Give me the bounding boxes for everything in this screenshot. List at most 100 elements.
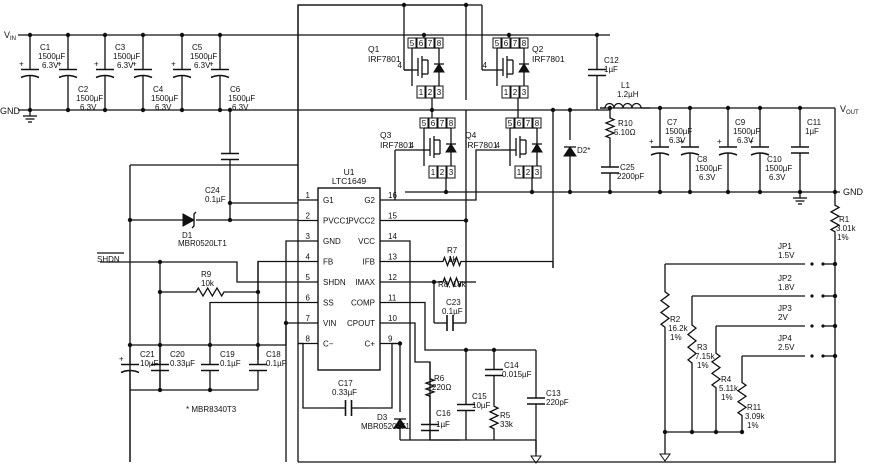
ic-pin-name-left: SHDN [323, 278, 346, 287]
output-cap-value: 1500µF [733, 127, 760, 136]
divider-tol: 1% [721, 393, 733, 402]
jumper-voltage: 2.5V [778, 343, 795, 352]
ic-u1 [298, 187, 400, 371]
input-cap-2: + [57, 35, 78, 110]
ic-pin-num-left: 8 [306, 335, 311, 344]
c16-ref: C16 [436, 409, 451, 418]
ic-pin-num-right: 13 [388, 253, 397, 262]
mosfet-pin-bottom: 1 [504, 88, 509, 97]
input-cap-4: + [132, 35, 153, 110]
divider-ref: R3 [697, 343, 708, 352]
input-cap-4-plus: + [132, 60, 137, 69]
resistor-r5 [488, 395, 500, 440]
divider-tol: 1% [670, 333, 682, 342]
cap-c20 [151, 345, 169, 390]
resistor-r1 [829, 192, 841, 245]
input-cap-ref: C6 [230, 85, 241, 94]
output-cap-rating: 6.3V [669, 136, 686, 145]
bottom-cap-ref: C20 [170, 350, 185, 359]
cap-c15 [457, 375, 475, 440]
ic-pin-name-right: VCC [358, 237, 375, 246]
d3-ref: D3 [377, 413, 388, 422]
ic-pin-name-left: G1 [323, 196, 334, 205]
ic-ref: U1 [344, 167, 355, 177]
bottom-cap-value: 0.1µF [220, 359, 241, 368]
input-cap-5-plus: + [171, 60, 176, 69]
ic-pin-num-right: 11 [388, 294, 397, 303]
ic-pin-num-left: 4 [306, 253, 311, 262]
mosfet-gate-pin: 4 [410, 141, 415, 150]
comp-ground [530, 452, 542, 464]
ic-pin-num-left: 1 [306, 191, 311, 200]
q3-ref: Q3 [380, 130, 392, 140]
cap-c25 [601, 148, 619, 192]
gnd-left-label: GND [0, 106, 21, 116]
ic-pin-num-left: 6 [306, 294, 311, 303]
cap-c18 [249, 345, 267, 390]
mosfet-pin-top: 6 [517, 119, 522, 128]
diode-d3 [393, 418, 407, 429]
resistor-r2 [659, 274, 671, 345]
jumper-ref: JP4 [778, 334, 792, 343]
input-cap-3: + [94, 35, 115, 110]
mosfet-pin-bottom: 2 [428, 88, 433, 97]
jumper-ref: JP1 [778, 242, 792, 251]
c16-value: 1µF [436, 420, 450, 429]
ic-pin-num-left: 2 [306, 212, 311, 221]
output-cap-c10: + [749, 108, 770, 192]
q4-part: IRF7801 [465, 140, 498, 150]
resistor-r9 [182, 286, 238, 298]
input-cap-value: 1500µF [113, 52, 140, 61]
r9-value: 10k [201, 279, 215, 288]
cap-c13 [527, 350, 545, 452]
output-cap-ref: C9 [735, 118, 746, 127]
input-cap-value: 1500µF [76, 94, 103, 103]
output-cap-ref: C11 [807, 118, 822, 127]
ic-pin-num-right: 10 [388, 314, 397, 323]
input-cap-ref: C5 [192, 43, 203, 52]
mosfet-pin-top: 6 [431, 119, 436, 128]
gnd-left-ground [23, 110, 37, 123]
r6-ref: R6 [434, 374, 445, 383]
c14-ref: C14 [504, 361, 519, 370]
r1-value: 3.01k [836, 224, 857, 233]
ic-pin-num-left: 7 [306, 314, 311, 323]
cap-c19 [201, 345, 219, 390]
c13-value: 220pF [546, 398, 569, 407]
input-cap-6-plus: + [209, 60, 214, 69]
mosfet-pin-bottom: 2 [513, 88, 518, 97]
output-cap-rating: 6.3V [737, 136, 754, 145]
mosfet-pin-top: 7 [526, 119, 531, 128]
mosfet-pin-bottom: 3 [437, 88, 442, 97]
input-cap-rating: 6.3V [194, 61, 211, 70]
resistor-r6 [424, 370, 436, 405]
mosfet-pin-bottom: 2 [440, 168, 445, 177]
output-cap-c8-plus: + [679, 137, 684, 146]
resistor-r8 [434, 276, 470, 288]
output-cap-c11 [791, 108, 809, 192]
mosfet-pin-top: 8 [449, 119, 454, 128]
output-cap-rating: 6.3V [769, 173, 786, 182]
divider-tol: 1% [697, 361, 709, 370]
mosfet-pin-bottom: 3 [449, 168, 454, 177]
q3-part: IRF7801 [380, 140, 413, 150]
ic-pin-name-right: IFB [363, 258, 375, 267]
c24-value: 0.1µF [205, 195, 226, 204]
wires [18, 2, 840, 463]
ic-pin-num-left: 3 [306, 232, 311, 241]
jumper-voltage: 2V [778, 313, 788, 322]
c14-value: 0.015µF [502, 370, 532, 379]
r10-ref: R10 [618, 119, 633, 128]
input-cap-rating: 6.3V [155, 103, 172, 112]
r1-tol: 1% [837, 233, 849, 242]
resistor-r11 [736, 366, 748, 432]
mosfet-pin-bottom: 1 [419, 88, 424, 97]
ic-pin-name-right: C+ [365, 340, 376, 349]
jumper-voltage: 1.8V [778, 283, 795, 292]
